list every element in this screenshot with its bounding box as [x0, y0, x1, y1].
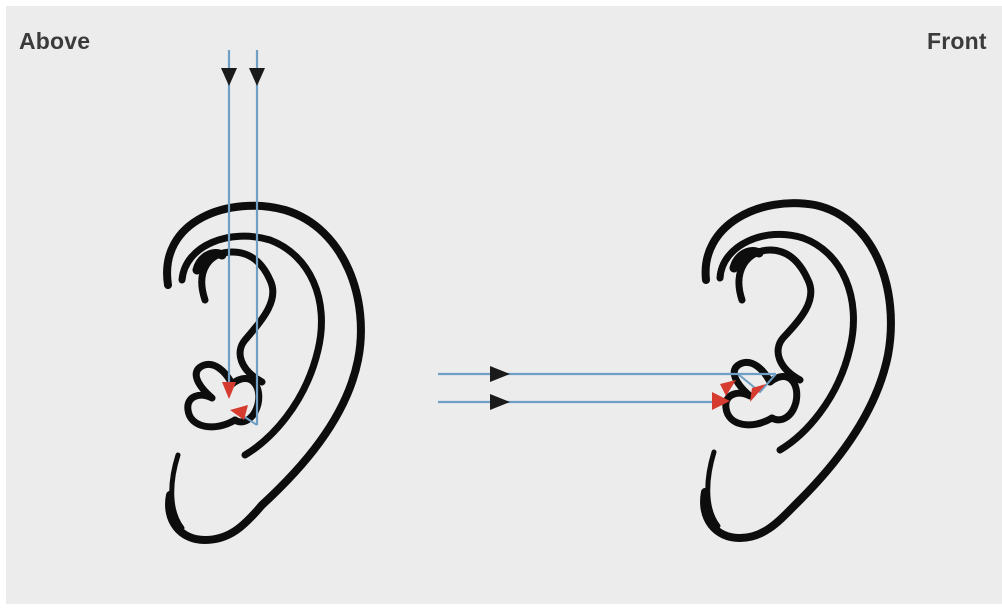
right-ear-concha — [726, 362, 772, 424]
left-ear — [167, 206, 361, 540]
left-ray-1-arrow — [221, 68, 237, 86]
right-ray-1-arrow — [490, 366, 510, 382]
left-ear-tragus — [232, 379, 259, 422]
left-ear-lobe — [172, 455, 182, 528]
right-ear-tragus — [770, 377, 797, 420]
left-reflection-arrow-1 — [222, 382, 236, 399]
right-ear-lobe — [708, 452, 718, 526]
left-ray-2-arrow — [249, 68, 265, 86]
right-ear — [704, 203, 891, 538]
right-ray-2-arrow — [490, 394, 510, 410]
